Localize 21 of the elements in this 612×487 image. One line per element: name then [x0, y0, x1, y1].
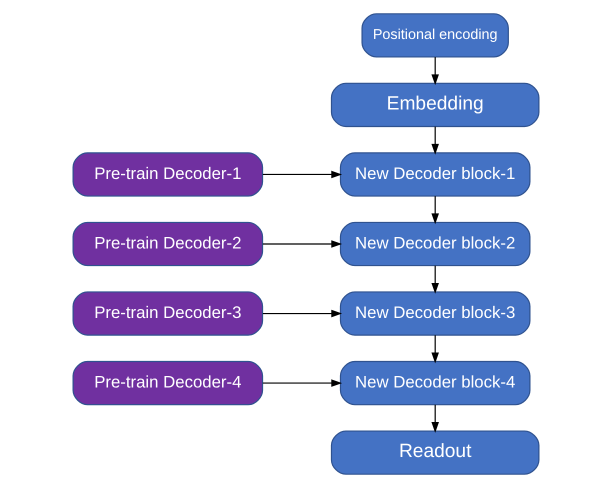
arrow	[431, 196, 439, 224]
node-box: Embedding	[330, 82, 540, 127]
node-box: New Decoder block-3	[340, 290, 530, 336]
node-box: New Decoder block-2	[340, 221, 530, 266]
arrow	[262, 378, 342, 386]
arrow	[262, 240, 342, 248]
node-box: New Decoder block-1	[340, 152, 530, 196]
arrow	[431, 126, 439, 154]
arrow	[431, 265, 439, 294]
arrow	[262, 170, 342, 178]
arrow	[262, 309, 342, 317]
node-box: Pre-train Decoder-3	[72, 290, 264, 336]
node-box: Pre-train Decoder-2	[72, 221, 264, 266]
node-box: Pre-train Decoder-1	[72, 152, 264, 196]
arrow	[431, 404, 439, 432]
arrow	[431, 334, 439, 363]
arrow	[431, 56, 439, 85]
node-box: Positional encoding	[361, 12, 509, 58]
node-box: Readout	[330, 430, 540, 474]
node-box: New Decoder block-4	[340, 360, 530, 405]
node-box: Pre-train Decoder-4	[72, 360, 264, 405]
